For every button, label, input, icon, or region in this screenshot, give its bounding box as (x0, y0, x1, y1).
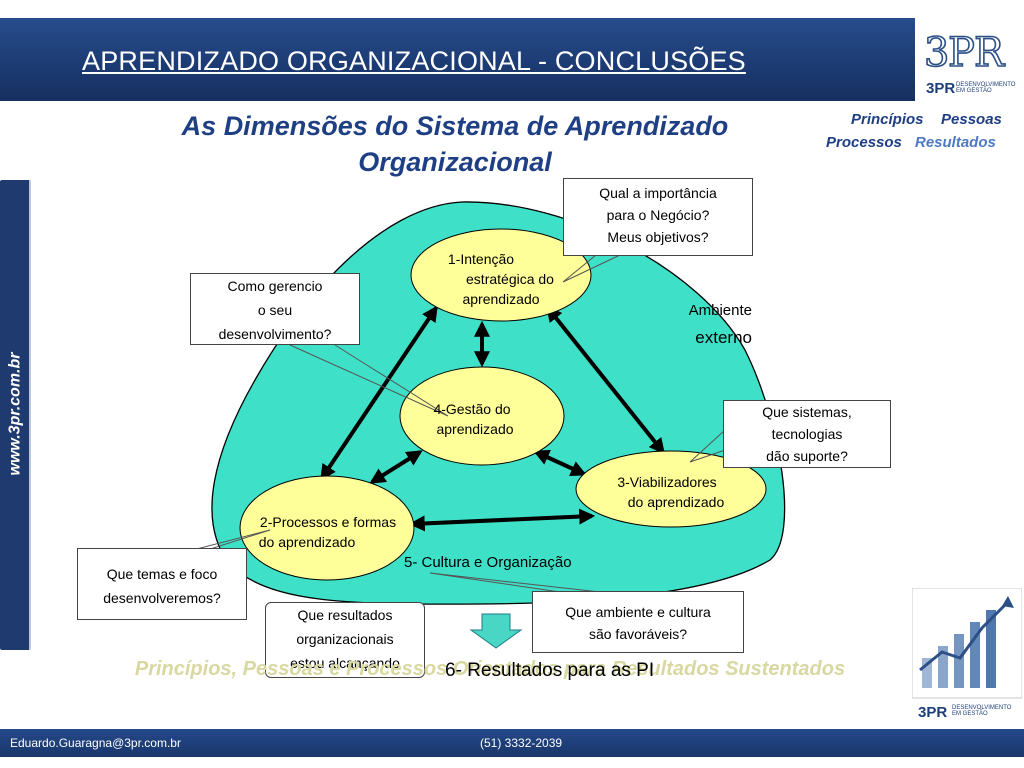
node-gestao (399, 366, 565, 466)
page-title: APRENDIZADO ORGANIZACIONAL - CONCLUSÕES (82, 46, 746, 76)
footer-bar (0, 729, 1024, 757)
pointer-gerencio (289, 344, 449, 417)
company-logo-bottom: 3PR DESENVOLVIMENTO EM GESTÃO (911, 587, 1023, 723)
callout-ambiente-cultura-line1: Que ambiente e cultura (565, 604, 711, 620)
callout-sistemas-line1: Que sistemas, (762, 404, 852, 420)
header-bar (0, 18, 915, 101)
growth-chart-icon (911, 587, 1023, 699)
node-gestao-label: 4-Gestão do aprendizado (405, 399, 545, 439)
ambiente-line1: Ambiente (688, 302, 752, 319)
callout-sistemas-line2: tecnologias (771, 426, 843, 442)
callout-temas: Que temas e foco desenvolveremos? (77, 548, 247, 620)
pointer-ambiente (429, 572, 601, 593)
node-processos (239, 475, 415, 581)
callout-temas-line2: desenvolveremos? (103, 590, 221, 606)
logo-brand: 3PR (926, 80, 956, 97)
node-viabilizadores-line2: do aprendizado (627, 494, 725, 510)
logo-bottom-tagline: DESENVOLVIMENTO EM GESTÃO (952, 705, 1012, 717)
callout-ambiente-cultura-line2: são favoráveis? (588, 626, 688, 642)
arrow-intencao-viabilizadores (546, 305, 665, 455)
logo-tagline: DESENVOLVIMENTO EM GESTÃO (956, 82, 1016, 94)
arrow-processos-viabilizadores (408, 508, 596, 532)
node-intencao-label: 1-Intenção estratégica do aprendizado (420, 249, 582, 309)
callout-resultados-org-line3: estou alcançando (290, 655, 400, 671)
tag-pessoas: Pessoas (941, 111, 1002, 128)
arrow-intencao-processos (320, 305, 438, 481)
arrow-gestao-viabilizadores (533, 450, 587, 476)
callout-importancia-line2: para o Negócio? (606, 207, 710, 223)
node-gestao-line1: 4-Gestão do (433, 401, 511, 417)
node-gestao-line2: aprendizado (436, 421, 514, 437)
cultura-label: 5- Cultura e Organização (404, 554, 572, 571)
node-intencao-line3: aprendizado (462, 291, 540, 307)
arrow-gestao-processos (369, 450, 423, 484)
node-processos-line1: 2-Processos e formas (259, 514, 397, 530)
svg-text:P: P (948, 30, 975, 76)
ambiente-label: Ambiente externo (678, 297, 752, 351)
node-viabilizadores (575, 450, 767, 528)
company-logo: 3 P R 3PR DESENVOLVIMENTO EM GESTÃO (918, 22, 1018, 102)
ambiente-line2: externo (695, 328, 752, 347)
diagram-title-line2: Organizacional (358, 147, 552, 177)
diagram-title: As Dimensões do Sistema de Aprendizado O… (140, 108, 770, 180)
side-bar (0, 180, 31, 650)
diagram-title-line1: As Dimensões do Sistema de Aprendizado (181, 111, 729, 141)
node-viabilizadores-label: 3-Viabilizadores do aprendizado (592, 472, 742, 512)
principles-watermark: Princípios, Pessoas e Processos Orientad… (134, 658, 846, 680)
tag-resultados: Resultados (915, 134, 996, 151)
footer-phone: (51) 3332-2039 (480, 736, 563, 750)
pointer-importancia (562, 254, 621, 283)
callout-gerencio-line1: Como gerencio (227, 278, 323, 294)
callout-sistemas-line3: dão suporte? (766, 448, 848, 464)
callout-resultados-org-line1: Que resultados (297, 607, 393, 623)
callout-importancia-line1: Qual a importância (599, 185, 717, 201)
tag-processos: Processos (826, 134, 902, 151)
tag-principios: Princípios (851, 111, 924, 128)
callout-importancia: Qual a importância para o Negócio? Meus … (563, 178, 753, 256)
results-arrow-icon (469, 613, 523, 649)
callout-importancia-line3: Meus objetivos? (607, 229, 709, 245)
node-intencao-line1: 1-Intenção (447, 251, 515, 267)
callout-resultados-org: Que resultados organizacionais estou alc… (265, 602, 425, 678)
callout-gerencio-line3: desenvolvimento? (218, 326, 332, 342)
logo-bottom-brand: 3PR (918, 704, 948, 721)
node-processos-label: 2-Processos e formas do aprendizado (248, 512, 408, 552)
footer-email[interactable]: Eduardo.Guaragna@3pr.com.br (10, 736, 181, 750)
callout-resultados-org-line2: organizacionais (296, 631, 394, 647)
callout-gerencio: Como gerencio o seu desenvolvimento? (190, 273, 360, 345)
node-intencao-line2: estratégica do (466, 271, 554, 287)
callout-ambiente-cultura: Que ambiente e cultura são favoráveis? (532, 591, 744, 653)
callout-temas-line1: Que temas e foco (106, 566, 218, 582)
svg-text:R: R (974, 30, 1006, 76)
results-label: 6- Resultados para as PI (445, 660, 655, 681)
callout-sistemas: Que sistemas, tecnologias dão suporte? (723, 400, 891, 468)
logo-mark-icon: 3 P R (923, 29, 1007, 77)
callout-gerencio-line2: o seu (257, 302, 293, 318)
node-viabilizadores-line1: 3-Viabilizadores (617, 474, 717, 490)
node-processos-line2: do aprendizado (258, 534, 356, 550)
node-intencao (410, 228, 592, 322)
svg-text:3: 3 (924, 30, 949, 76)
